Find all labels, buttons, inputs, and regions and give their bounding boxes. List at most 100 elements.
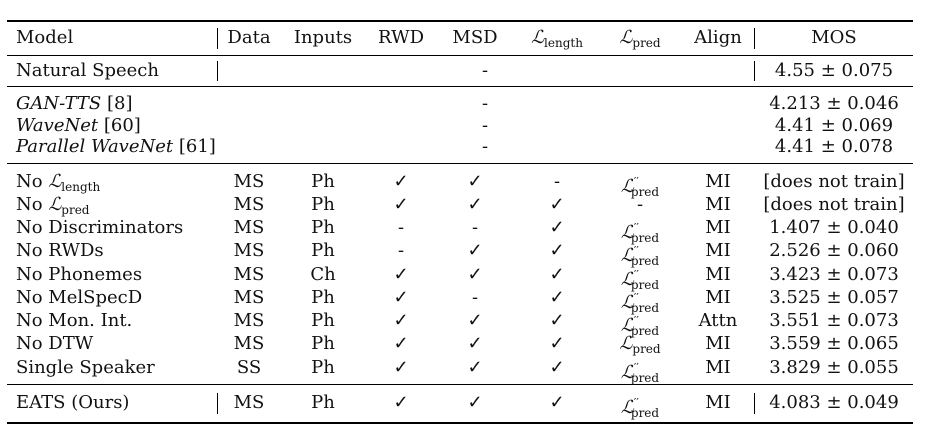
- ablation-1-inputs: Ph: [311, 194, 335, 215]
- ablation-7-inputs: Ph: [311, 333, 335, 354]
- l-pred2-symbol: ℒ: [620, 269, 634, 290]
- ablation-5-msd: -: [471, 287, 479, 308]
- ablation-7-lpred: ℒpred: [619, 333, 661, 356]
- eats-data: MS: [233, 392, 265, 413]
- ablation-5-lpred: ℒ′′pred: [621, 287, 659, 315]
- l-pred2-superscript: ′′: [633, 314, 639, 327]
- ablation-1-data: MS: [233, 194, 265, 215]
- ablation-8-data: SS: [236, 357, 262, 378]
- ablation-7-mos: 3.559 ± 0.065: [769, 333, 899, 354]
- ablation-6-lpred: ℒ′′pred: [621, 310, 659, 338]
- l-pred-subscript: pred: [632, 36, 661, 50]
- ablation-6-align: Attn: [698, 310, 738, 331]
- ablation-1-lpred: -: [636, 194, 644, 215]
- loss-subscript: length: [61, 180, 101, 194]
- baseline-mid-2: -: [481, 136, 489, 157]
- ablation-4-mos: 3.423 ± 0.073: [769, 264, 899, 285]
- natural-mid: -: [481, 60, 489, 81]
- ablation-8-rwd: ✓: [393, 357, 409, 378]
- baseline-name: GAN-TTS: [16, 93, 102, 114]
- natural-label: Natural Speech: [16, 60, 159, 81]
- ablation-5-llength: ✓: [549, 287, 565, 308]
- ablation-3-msd: ✓: [467, 240, 483, 261]
- l-pred2-symbol: ℒ: [620, 245, 634, 266]
- ablation-2-data: MS: [233, 217, 265, 238]
- ablation-2-lpred: ℒ′′pred: [621, 217, 659, 245]
- ablation-8-msd: ✓: [467, 357, 483, 378]
- vbar-left-eats: [217, 393, 218, 414]
- ablation-7-model: No DTW: [16, 333, 94, 354]
- ablation-prefix: No: [16, 194, 49, 215]
- ablation-7-rwd: ✓: [393, 333, 409, 354]
- eats-align: MI: [705, 392, 731, 413]
- baseline-mos-1: 4.41 ± 0.069: [774, 115, 894, 136]
- ablation-8-llength: ✓: [549, 357, 565, 378]
- ablation-1-llength: ✓: [549, 194, 565, 215]
- ablation-4-model: No Phonemes: [16, 264, 143, 285]
- header-rule: [7, 55, 913, 56]
- ablation-4-data: MS: [233, 264, 265, 285]
- ablation-2-model: No Discriminators: [16, 217, 184, 238]
- ablation-3-align: MI: [705, 240, 731, 261]
- ablation-3-lpred: ℒ′′pred: [621, 240, 659, 268]
- l-pred2-superscript: ′′: [633, 244, 639, 257]
- eats-llength: ✓: [549, 392, 565, 413]
- ablation-5-align: MI: [705, 287, 731, 308]
- ablation-rule: [7, 384, 913, 385]
- baseline-mos-0: 4.213 ± 0.046: [769, 93, 899, 114]
- baseline-model-2: Parallel WaveNet [61]: [16, 136, 216, 158]
- header-inputs: Inputs: [293, 27, 353, 48]
- l-pred2-superscript: ′′: [633, 175, 639, 188]
- l-pred2-subscript: pred: [630, 278, 660, 292]
- ablation-0-model: No ℒlength: [16, 171, 101, 194]
- ablation-6-inputs: Ph: [311, 310, 335, 331]
- baseline-mos-2: 4.41 ± 0.078: [774, 136, 894, 157]
- eats-mos: 4.083 ± 0.049: [769, 392, 899, 413]
- l-pred2-subscript: pred: [630, 301, 660, 315]
- ablation-6-data: MS: [233, 310, 265, 331]
- ablation-0-rwd: ✓: [393, 171, 409, 192]
- ablation-5-mos: 3.525 ± 0.057: [769, 287, 899, 308]
- bottom-rule: [7, 422, 913, 424]
- ablation-6-mos: 3.551 ± 0.073: [769, 310, 899, 331]
- l-pred-subscript: pred: [632, 342, 661, 356]
- ablation-2-mos: 1.407 ± 0.040: [769, 217, 899, 238]
- ablation-4-inputs: Ch: [310, 264, 336, 285]
- l-pred2-subscript: pred: [630, 324, 660, 338]
- baseline-name: Parallel WaveNet: [16, 136, 174, 157]
- ablation-2-align: MI: [705, 217, 731, 238]
- l-pred2-symbol: ℒ: [620, 176, 634, 197]
- baseline-model-1: WaveNet [60]: [16, 115, 141, 137]
- ablation-8-lpred: ℒ′′pred: [621, 357, 659, 385]
- header-model: Model: [16, 27, 74, 48]
- ablation-1-rwd: ✓: [393, 194, 409, 215]
- header-msd: MSD: [452, 27, 498, 48]
- l-pred-symbol: ℒ: [619, 333, 633, 354]
- ablation-6-rwd: ✓: [393, 310, 409, 331]
- ablation-2-inputs: Ph: [311, 217, 335, 238]
- ablation-7-align: MI: [705, 333, 731, 354]
- l-pred2-symbol: ℒ: [620, 397, 634, 418]
- vbar-left-natural: [217, 61, 218, 81]
- ablation-0-inputs: Ph: [311, 171, 335, 192]
- ablation-4-msd: ✓: [467, 264, 483, 285]
- l-pred2-superscript: ′′: [633, 268, 639, 281]
- l-pred2-symbol: ℒ: [620, 362, 634, 383]
- ablation-5-inputs: Ph: [311, 287, 335, 308]
- ablation-8-mos: 3.829 ± 0.055: [769, 357, 899, 378]
- baseline-ref: [60]: [98, 115, 141, 136]
- baseline-mid-0: -: [481, 93, 489, 114]
- ablation-1-align: MI: [705, 194, 731, 215]
- ablation-4-lpred: ℒ′′pred: [621, 264, 659, 292]
- l-pred2-superscript: ′′: [633, 361, 639, 374]
- l-pred2-subscript: pred: [630, 371, 660, 385]
- loss-symbol: ℒ: [48, 194, 62, 215]
- ablation-8-inputs: Ph: [311, 357, 335, 378]
- vbar-left-header: [217, 28, 218, 49]
- ablation-0-align: MI: [705, 171, 731, 192]
- ablation-6-msd: ✓: [467, 310, 483, 331]
- l-pred2-superscript: ′′: [633, 396, 639, 409]
- ablation-3-inputs: Ph: [311, 240, 335, 261]
- ablation-3-mos: 2.526 ± 0.060: [769, 240, 899, 261]
